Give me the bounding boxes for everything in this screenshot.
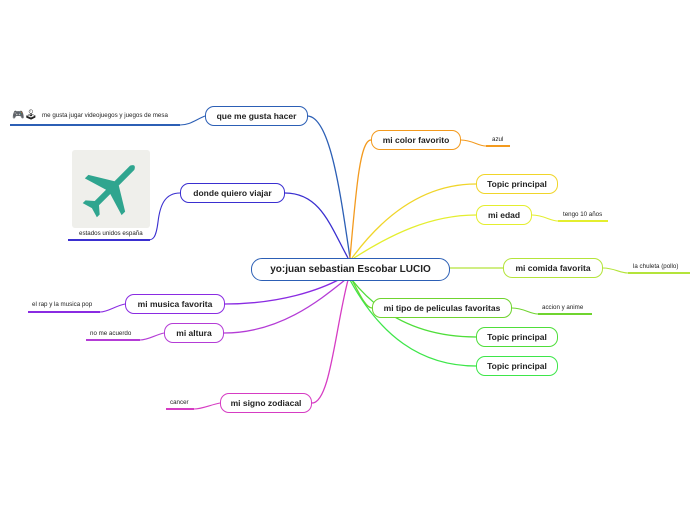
topic-mi-musica-favorita[interactable]: mi musica favorita [125,294,225,314]
topic-principal-2[interactable]: Topic principal [476,327,558,347]
link-mi-color-favorito [349,139,372,259]
subtopic-no-me-acuerdo[interactable]: no me acuerdo [90,330,132,337]
topic-principal-1[interactable]: Topic principal [476,174,558,194]
topic-que-me-gusta-hacer[interactable]: que me gusta hacer [205,106,308,126]
link-mi-edad [353,214,477,259]
topic-mi-comida-favorita[interactable]: mi comida favorita [503,258,603,278]
link-topic-principal-2 [351,279,477,338]
link-mi-signo-zodiacal [311,279,349,404]
subtopic-videojuegos[interactable]: me gusta jugar videojuegos y juegos de m… [42,112,168,119]
topic-mi-edad[interactable]: mi edad [476,205,532,225]
subtopic-icons: 🎮🕹 [12,110,37,121]
topic-mi-tipo-de-peliculas-favoritas[interactable]: mi tipo de peliculas favoritas [372,298,512,318]
subtopic-azul[interactable]: azul [492,136,504,143]
link-topic-principal-1 [351,183,477,259]
subtopic-tengo-10-anos[interactable]: tengo 10 años [563,211,603,218]
topic-mi-color-favorito[interactable]: mi color favorito [371,130,461,150]
topic-mi-signo-zodiacal[interactable]: mi signo zodiacal [220,393,312,413]
topic-principal-3[interactable]: Topic principal [476,356,558,376]
gamepad-icon: 🎮 [12,110,25,121]
central-topic[interactable]: yo:juan sebastian Escobar LUCIO [251,258,450,281]
airplane-icon [82,165,135,218]
subtopic-la-chuleta[interactable]: la chuleta (pollo) [633,263,679,270]
link-topic-principal-3 [349,279,477,367]
link-mi-altura [223,279,346,334]
subtopic-cancer[interactable]: cancer [170,399,189,406]
topic-donde-quiero-viajar[interactable]: donde quiero viajar [180,183,285,203]
link-que-me-gusta-hacer [307,115,351,259]
link-mi-tipo-de-peliculas [351,279,373,309]
topic-mi-altura[interactable]: mi altura [164,323,224,343]
link-donde-quiero-viajar [284,192,349,259]
link-mi-musica-favorita [224,277,343,305]
subtopic-rap-pop[interactable]: el rap y la musica pop [32,301,93,308]
subtopic-estados-unidos-espana[interactable]: estados unidos españa [79,230,143,237]
subtopic-accion-anime[interactable]: accion y anime [542,304,584,311]
airplane-image [72,150,150,228]
joystick-icon: 🕹 [24,110,38,121]
